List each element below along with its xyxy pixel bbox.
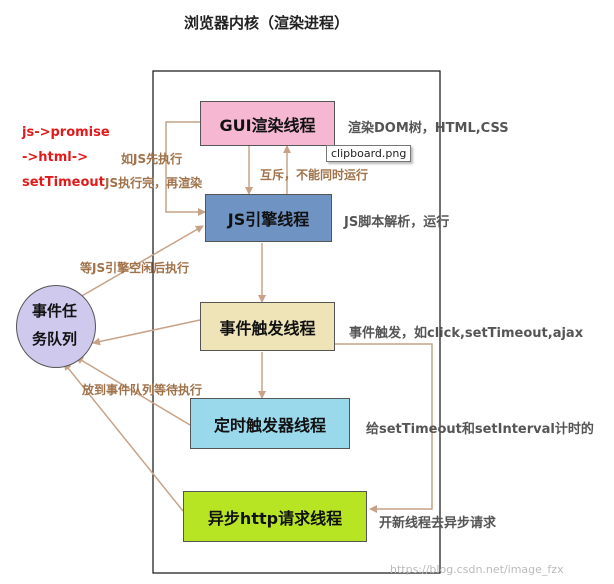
- clipboard-tooltip: clipboard.png: [326, 145, 412, 162]
- async-http-thread-label: 异步http请求线程: [207, 508, 343, 528]
- async-http-thread-box: 异步http请求线程: [183, 491, 367, 542]
- annotation-to-queue: 放到事件队列等待执行: [82, 383, 203, 397]
- annotation-mutex: 互斥，不能同时运行: [260, 168, 369, 182]
- annotation-js-first: 如JS先执行: [121, 152, 183, 166]
- event-trigger-thread-box: 事件触发线程: [200, 302, 335, 351]
- render-process-frame: [152, 70, 441, 574]
- event-to-queue-arrow: [92, 319, 201, 346]
- http-to-queue-arrow: [63, 362, 184, 512]
- http-description: 开新线程去异步请求: [379, 516, 497, 531]
- event-to-http-arrow: [334, 343, 433, 513]
- gui-render-thread-label: GUI渲染线程: [219, 115, 316, 135]
- js-engine-thread-box: JS引擎线程: [205, 194, 332, 242]
- timer-thread-box: 定时触发器线程: [190, 398, 350, 449]
- left-note-line2: ->html->: [22, 150, 89, 165]
- event-description: 事件触发，如click,setTimeout,ajax: [349, 326, 584, 341]
- event-trigger-thread-label: 事件触发线程: [219, 318, 316, 338]
- queue-to-js-arrow: [79, 225, 204, 298]
- watermark: https://blog.csdn.net/image_fzx: [390, 563, 564, 576]
- queue-label-line2: 务队列: [32, 330, 78, 348]
- js-description: JS脚本解析，运行: [344, 215, 450, 230]
- timer-description: 给setTimeout和setInterval计时的: [366, 422, 594, 437]
- left-note-line1: js->promise: [22, 125, 110, 140]
- gui-js-loop-arrow: [165, 121, 206, 216]
- gui-render-thread-box: GUI渲染线程: [200, 101, 335, 146]
- annotation-js-done: JS执行完，再渲染: [105, 176, 203, 190]
- event-task-queue-circle: 事件任 务队列: [16, 285, 96, 368]
- annotation-wait-idle: 等JS引擎空闲后执行: [80, 261, 190, 275]
- diagram-title: 浏览器内核（渲染进程）: [184, 14, 350, 32]
- timer-to-queue-arrow: [75, 356, 191, 426]
- gui-description: 渲染DOM树，HTML,CSS: [348, 121, 509, 136]
- queue-label-line1: 事件任: [32, 302, 78, 320]
- timer-thread-label: 定时触发器线程: [213, 415, 326, 435]
- left-note-line3: setTimeout: [22, 175, 105, 190]
- js-engine-thread-label: JS引擎线程: [227, 210, 310, 229]
